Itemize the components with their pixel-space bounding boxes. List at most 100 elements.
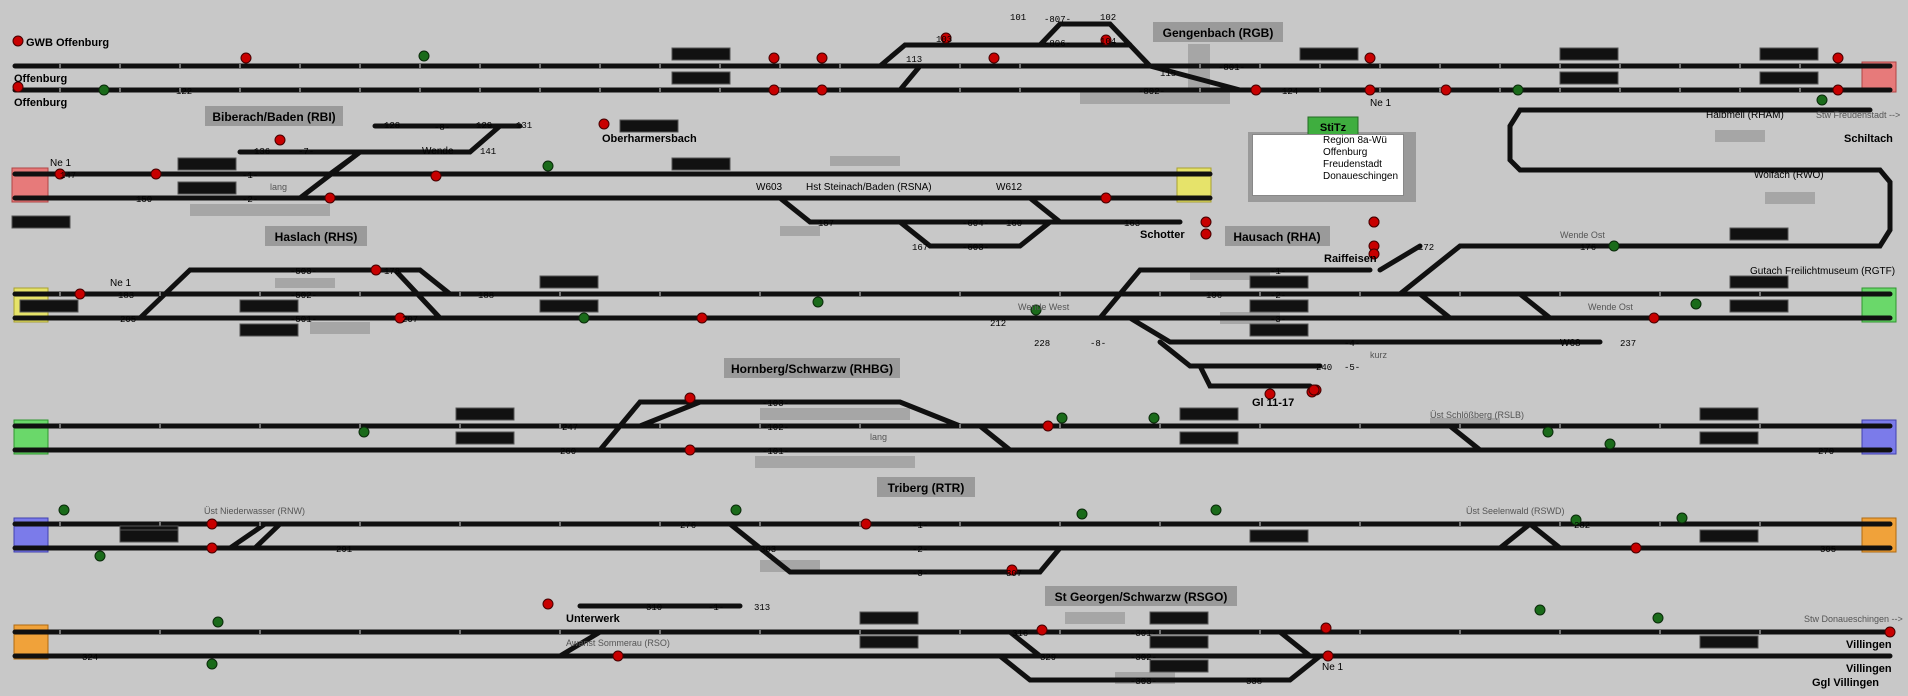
- train-display[interactable]: [1559, 71, 1619, 85]
- signal-lamp-green[interactable]: [1652, 612, 1664, 624]
- train-display[interactable]: [119, 529, 179, 543]
- signal-lamp-green[interactable]: [730, 504, 742, 516]
- signal-lamp-red[interactable]: [324, 192, 336, 204]
- signal-lamp-red[interactable]: [1200, 216, 1212, 228]
- signal-lamp-green[interactable]: [58, 504, 70, 516]
- signal-lamp-red[interactable]: [940, 32, 952, 44]
- signal-lamp-red[interactable]: [1364, 84, 1376, 96]
- signals[interactable]: [12, 32, 1896, 670]
- signal-lamp-green[interactable]: [1570, 514, 1582, 526]
- signal-lamp-red[interactable]: [150, 168, 162, 180]
- train-display[interactable]: [1729, 299, 1789, 313]
- train-display[interactable]: [671, 71, 731, 85]
- signal-lamp-red[interactable]: [1648, 312, 1660, 324]
- signal-lamp-red[interactable]: [1036, 624, 1048, 636]
- stitz-panel[interactable]: Region 8a-Wü Offenburg Freudenstadt Dona…: [1252, 134, 1404, 196]
- signal-lamp-green[interactable]: [1816, 94, 1828, 106]
- train-display[interactable]: [455, 407, 515, 421]
- signal-lamp-red[interactable]: [1042, 420, 1054, 432]
- signal-lamp-red[interactable]: [54, 168, 66, 180]
- station-biberach[interactable]: Biberach/Baden (RBI): [205, 106, 343, 126]
- train-display[interactable]: [1149, 659, 1209, 673]
- stitz-item[interactable]: Offenburg: [1323, 147, 1368, 158]
- stitz-item[interactable]: Region 8a-Wü: [1323, 135, 1387, 146]
- signal-lamp-red[interactable]: [1320, 622, 1332, 634]
- signal-lamp-red[interactable]: [1100, 192, 1112, 204]
- train-display[interactable]: [19, 299, 79, 313]
- signal-lamp-green[interactable]: [212, 616, 224, 628]
- train-display[interactable]: [1729, 275, 1789, 289]
- stitz-item[interactable]: Freudenstadt: [1323, 159, 1382, 170]
- signal-lamp-red[interactable]: [1364, 52, 1376, 64]
- train-display[interactable]: [455, 431, 515, 445]
- signal-lamp-green[interactable]: [1076, 508, 1088, 520]
- signal-lamp-red[interactable]: [74, 288, 86, 300]
- signal-lamp-green[interactable]: [1608, 240, 1620, 252]
- signal-lamp-green[interactable]: [1676, 512, 1688, 524]
- signal-lamp-green[interactable]: [1534, 604, 1546, 616]
- train-display[interactable]: [539, 275, 599, 289]
- signal-lamp-red[interactable]: [988, 52, 1000, 64]
- signal-lamp-green[interactable]: [98, 84, 110, 96]
- signal-lamp-red[interactable]: [542, 598, 554, 610]
- signal-lamp-red[interactable]: [1368, 248, 1380, 260]
- train-display[interactable]: [1699, 529, 1759, 543]
- train-display[interactable]: [539, 299, 599, 313]
- signal-lamp-green[interactable]: [1148, 412, 1160, 424]
- signal-lamp-red[interactable]: [1832, 84, 1844, 96]
- train-display[interactable]: [1759, 71, 1819, 85]
- signal-lamp-green[interactable]: [358, 426, 370, 438]
- train-display[interactable]: [859, 635, 919, 649]
- train-display[interactable]: [671, 47, 731, 61]
- train-display[interactable]: [239, 323, 299, 337]
- signal-lamp-green[interactable]: [578, 312, 590, 324]
- signal-lamp-red[interactable]: [274, 134, 286, 146]
- signal-lamp-green[interactable]: [1030, 304, 1042, 316]
- train-display[interactable]: [1699, 431, 1759, 445]
- train-number-displays[interactable]: [11, 47, 1819, 673]
- signal-lamp-green[interactable]: [1512, 84, 1524, 96]
- train-display[interactable]: [1729, 227, 1789, 241]
- signal-lamp-red[interactable]: [768, 52, 780, 64]
- station-gengenbach[interactable]: Gengenbach (RGB): [1153, 22, 1283, 42]
- signal-lamp-red[interactable]: [1200, 228, 1212, 240]
- signal-lamp-green[interactable]: [418, 50, 430, 62]
- signal-lamp-green[interactable]: [1542, 426, 1554, 438]
- train-display[interactable]: [1249, 275, 1309, 289]
- train-display[interactable]: [1179, 407, 1239, 421]
- signal-lamp-red[interactable]: [768, 84, 780, 96]
- signal-lamp-red[interactable]: [1264, 388, 1276, 400]
- train-display[interactable]: [619, 119, 679, 133]
- train-display[interactable]: [239, 299, 299, 313]
- train-display[interactable]: [1249, 529, 1309, 543]
- signal-lamp-green[interactable]: [1690, 298, 1702, 310]
- signal-lamp-red[interactable]: [12, 81, 24, 93]
- signal-lamp-red[interactable]: [1368, 216, 1380, 228]
- train-display[interactable]: [1149, 611, 1209, 625]
- station-hausach[interactable]: Hausach (RHA): [1225, 226, 1330, 246]
- train-display[interactable]: [671, 157, 731, 171]
- signal-lamp-green[interactable]: [94, 550, 106, 562]
- signal-lamp-red[interactable]: [684, 444, 696, 456]
- signal-lamp-red[interactable]: [1250, 84, 1262, 96]
- signal-lamp-red[interactable]: [1308, 384, 1320, 396]
- signal-lamp-red[interactable]: [816, 84, 828, 96]
- train-display[interactable]: [1249, 299, 1309, 313]
- signal-lamp-green[interactable]: [1210, 504, 1222, 516]
- signal-lamp-red[interactable]: [394, 312, 406, 324]
- signal-lamp-red[interactable]: [1006, 564, 1018, 576]
- signal-lamp-red[interactable]: [206, 518, 218, 530]
- train-display[interactable]: [1559, 47, 1619, 61]
- train-display[interactable]: [1699, 635, 1759, 649]
- train-display[interactable]: [1149, 635, 1209, 649]
- train-display[interactable]: [1699, 407, 1759, 421]
- signal-lamp-red[interactable]: [206, 542, 218, 554]
- signal-lamp-red[interactable]: [1884, 626, 1896, 638]
- signal-lamp-red[interactable]: [430, 170, 442, 182]
- train-display[interactable]: [1299, 47, 1359, 61]
- station-haslach[interactable]: Haslach (RHS): [265, 226, 367, 246]
- signal-lamp-red[interactable]: [1440, 84, 1452, 96]
- signal-lamp-red[interactable]: [816, 52, 828, 64]
- signal-lamp-red[interactable]: [860, 518, 872, 530]
- signal-lamp-red[interactable]: [598, 118, 610, 130]
